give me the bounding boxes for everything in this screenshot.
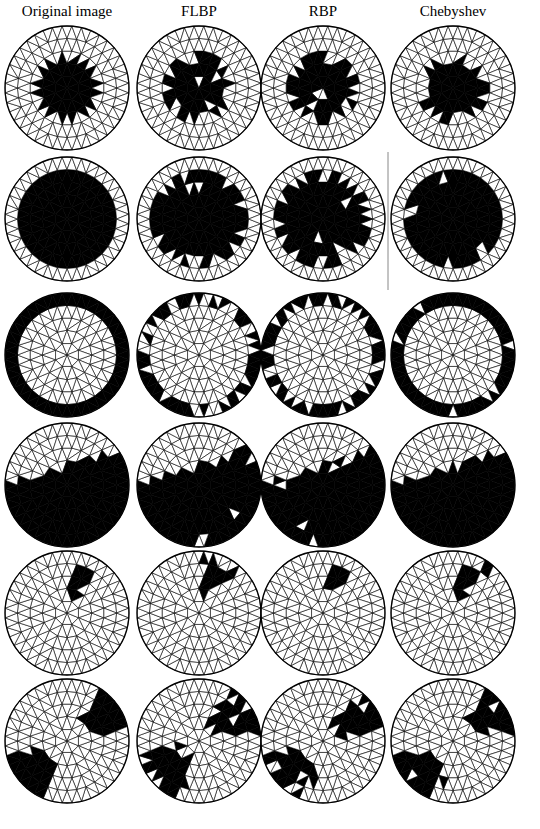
- mesh-image: [391, 26, 515, 150]
- mesh-image: [5, 157, 129, 281]
- mesh-image: [5, 293, 129, 417]
- mesh-image: [261, 157, 385, 281]
- mesh-image: [137, 157, 261, 281]
- mesh-image: [137, 26, 261, 150]
- mesh-image: [391, 157, 515, 281]
- mesh-image: [5, 26, 129, 150]
- mesh-group: [5, 26, 515, 803]
- mesh-image: [137, 293, 261, 417]
- mesh-image: [261, 26, 385, 150]
